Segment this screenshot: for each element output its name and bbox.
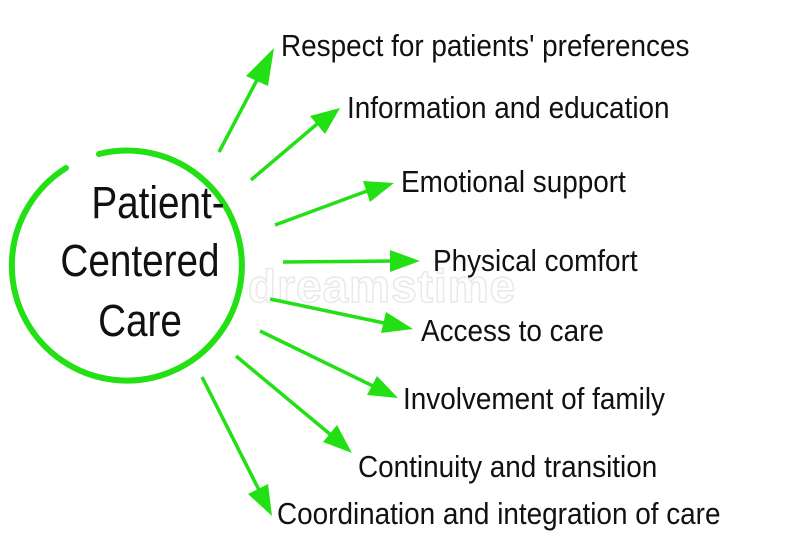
arrow-information (249, 108, 340, 182)
label-physical: Physical comfort (433, 244, 638, 279)
arrow-continuity (234, 354, 352, 453)
label-respect: Respect for patients' preferences (281, 29, 689, 64)
center-title-line-3: Care (98, 295, 182, 345)
label-information: Information and education (347, 91, 670, 126)
arrow-emotional (274, 181, 394, 227)
arrow-involvement (259, 329, 398, 398)
label-continuity: Continuity and transition (358, 450, 657, 485)
arrow-physical (282, 250, 420, 272)
arrow-coordination (200, 376, 272, 516)
center-circle (8, 147, 245, 384)
center-title-line-1: Patient- (91, 177, 224, 227)
arrows (200, 48, 420, 516)
label-coordination: Coordination and integration of care (277, 497, 721, 532)
arrow-respect (217, 48, 274, 153)
center-title: Patient- Centered Care (60, 177, 224, 345)
label-emotional: Emotional support (401, 165, 626, 200)
arrow-access (269, 297, 413, 333)
label-involvement: Involvement of family (403, 382, 665, 417)
label-access: Access to care (421, 314, 604, 349)
labels: Respect for patients' preferences Inform… (277, 29, 721, 532)
center-title-line-2: Centered (60, 235, 219, 285)
